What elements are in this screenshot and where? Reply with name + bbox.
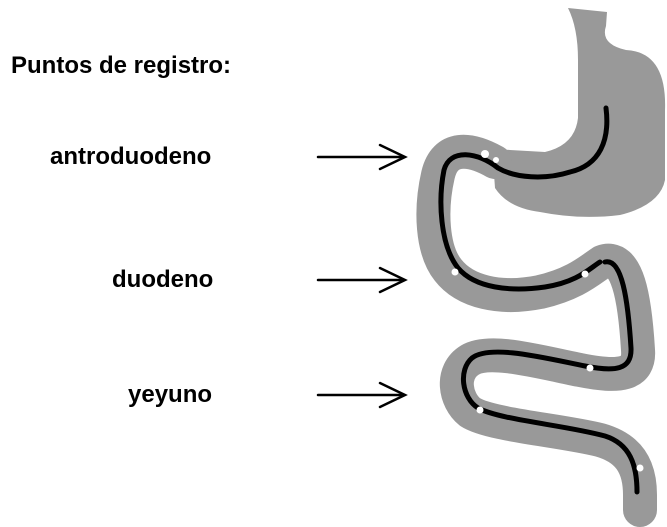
stomach-shape	[493, 8, 665, 217]
arrow-duodeno	[318, 268, 405, 292]
arrow-yeyuno	[318, 383, 405, 407]
arrow-antroduodeno	[318, 145, 405, 169]
